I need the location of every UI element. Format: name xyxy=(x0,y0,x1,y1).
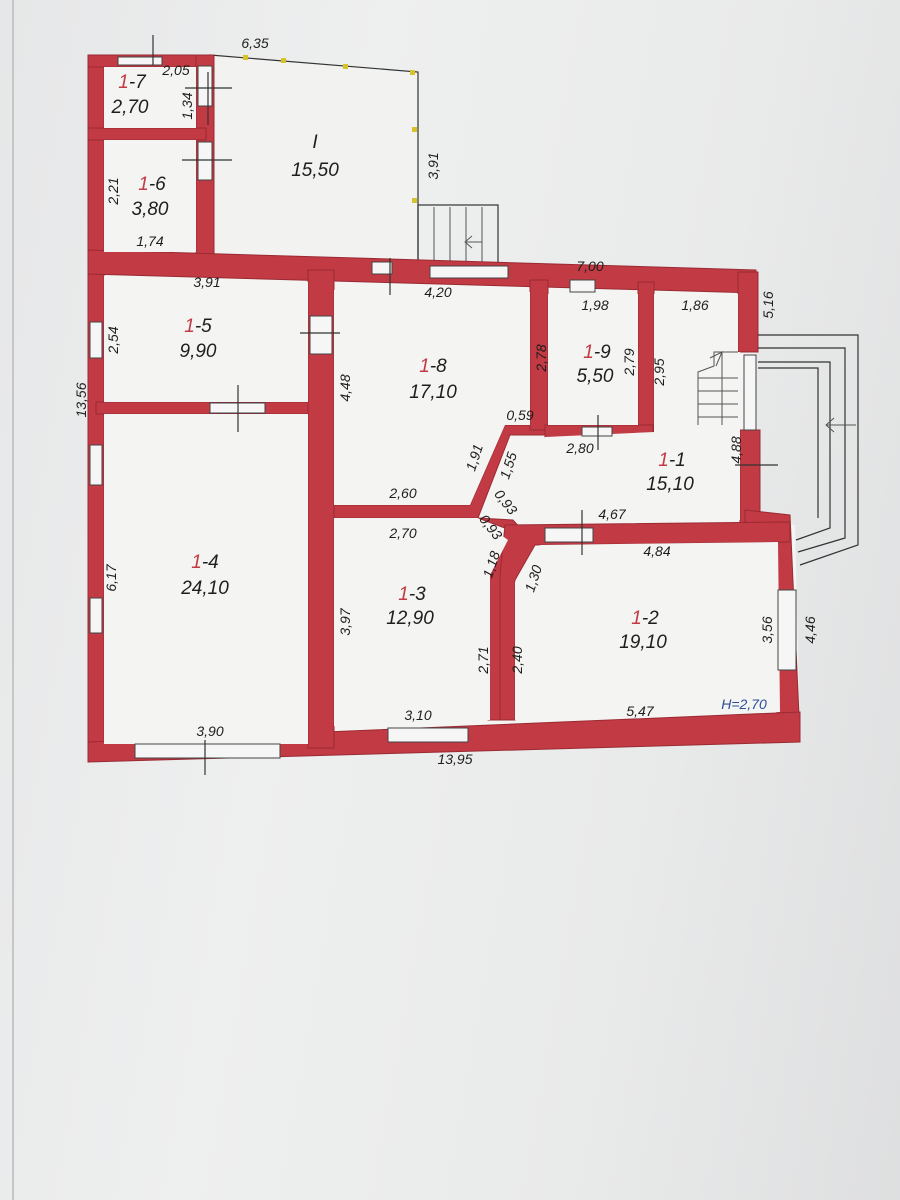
room-labels: I 15,50 1-7 2,70 1-6 3,80 1-5 9,90 1-8 1… xyxy=(111,72,695,653)
door-16 xyxy=(197,141,213,181)
room-1-3-area: 12,90 xyxy=(386,608,434,629)
window-s1 xyxy=(134,743,281,759)
door-19 xyxy=(581,426,613,437)
room-1-7-id: 1-7 xyxy=(118,72,147,93)
room-1-8-area: 17,10 xyxy=(409,382,457,403)
dim-label: 2,21 xyxy=(105,177,121,205)
windows xyxy=(89,56,797,759)
room-1-4-id: 1-4 xyxy=(191,552,218,573)
dim-label: 5,47 xyxy=(626,703,654,719)
window-w2 xyxy=(89,444,103,486)
room-1-2-id: 1-2 xyxy=(631,608,659,629)
room-1-1-id: 1-1 xyxy=(658,450,685,471)
dim-label: 0,59 xyxy=(506,407,533,423)
ceiling-height-label: H=2,70 xyxy=(721,696,767,712)
room-1-5-area: 9,90 xyxy=(180,341,217,362)
dim-label: 2,40 xyxy=(509,646,525,674)
dim-label: 4,48 xyxy=(337,374,353,401)
dim-label: 4,46 xyxy=(802,616,818,643)
dim-label: 2,54 xyxy=(105,326,121,354)
dim-label: 1,34 xyxy=(179,92,195,119)
dim-label: 3,91 xyxy=(425,152,441,179)
dim-label: 6,35 xyxy=(241,35,268,51)
window-s2 xyxy=(387,727,469,743)
dim-label: 4,84 xyxy=(643,543,670,559)
room-1-4-area: 24,10 xyxy=(180,578,229,599)
window-17 xyxy=(117,56,163,66)
room-1-9-id: 1-9 xyxy=(583,342,611,363)
window-e-door xyxy=(743,354,757,431)
section-marks xyxy=(152,35,778,775)
dim-label: 3,56 xyxy=(759,616,775,643)
dim-label: 4,20 xyxy=(424,284,451,300)
room-1-7-area: 2,70 xyxy=(111,97,149,118)
window-w1 xyxy=(89,321,103,359)
room-floors xyxy=(104,67,780,744)
dim-label: 1,98 xyxy=(581,297,608,313)
dim-label: 2,05 xyxy=(161,62,189,78)
dim-label: 3,91 xyxy=(193,274,220,290)
entrance-steps xyxy=(758,334,859,566)
interior-stairs xyxy=(697,350,738,425)
room-1-5-id: 1-5 xyxy=(184,316,212,337)
dim-label: 7,00 xyxy=(576,258,603,274)
dim-label: 2,71 xyxy=(475,646,491,674)
dim-label: 2,78 xyxy=(533,344,549,372)
dim-label: 3,10 xyxy=(404,707,431,723)
room-1-1-area: 15,10 xyxy=(646,474,694,495)
room-1-2-area: 19,10 xyxy=(619,632,667,653)
room-1-6-area: 3,80 xyxy=(132,199,169,220)
dimension-labels: 6,35 2,05 1,34 3,91 2,21 1,74 3,91 4,20 … xyxy=(73,35,818,767)
dim-label: 2,80 xyxy=(565,440,593,456)
terrace-steps xyxy=(417,204,499,272)
dim-label: 2,70 xyxy=(388,525,416,541)
dim-label: 6,17 xyxy=(103,563,119,591)
dim-label: 2,95 xyxy=(651,358,667,386)
terrace-posts xyxy=(243,55,417,203)
dim-label: 1,74 xyxy=(136,233,163,249)
dim-label: 4,88 xyxy=(728,436,744,463)
room-1-8-id: 1-8 xyxy=(419,356,447,377)
room-I-area: 15,50 xyxy=(291,160,339,181)
paper-edge xyxy=(12,0,14,1200)
dim-label: 5,16 xyxy=(760,291,776,318)
dim-label: 13,56 xyxy=(73,382,89,417)
door-12 xyxy=(544,527,594,543)
dim-label: 4,67 xyxy=(598,506,626,522)
door-15-18 xyxy=(309,315,333,355)
dim-label: 2,79 xyxy=(621,348,637,376)
room-1-3-id: 1-3 xyxy=(398,584,426,605)
room-1-6-id: 1-6 xyxy=(138,174,166,195)
window-e1 xyxy=(777,589,797,671)
dim-label: 13,95 xyxy=(437,751,472,767)
dim-label: 3,90 xyxy=(196,723,223,739)
room-1-9-area: 5,50 xyxy=(577,366,614,387)
window-n2 xyxy=(371,261,393,275)
window-n1 xyxy=(429,265,509,279)
dim-label: 3,97 xyxy=(337,607,353,635)
dim-label: 1,86 xyxy=(681,297,708,313)
dim-label: 2,60 xyxy=(388,485,416,501)
room-I-id: I xyxy=(312,132,318,153)
window-n3 xyxy=(569,279,596,293)
door-17 xyxy=(197,65,213,107)
window-w3 xyxy=(89,597,103,634)
